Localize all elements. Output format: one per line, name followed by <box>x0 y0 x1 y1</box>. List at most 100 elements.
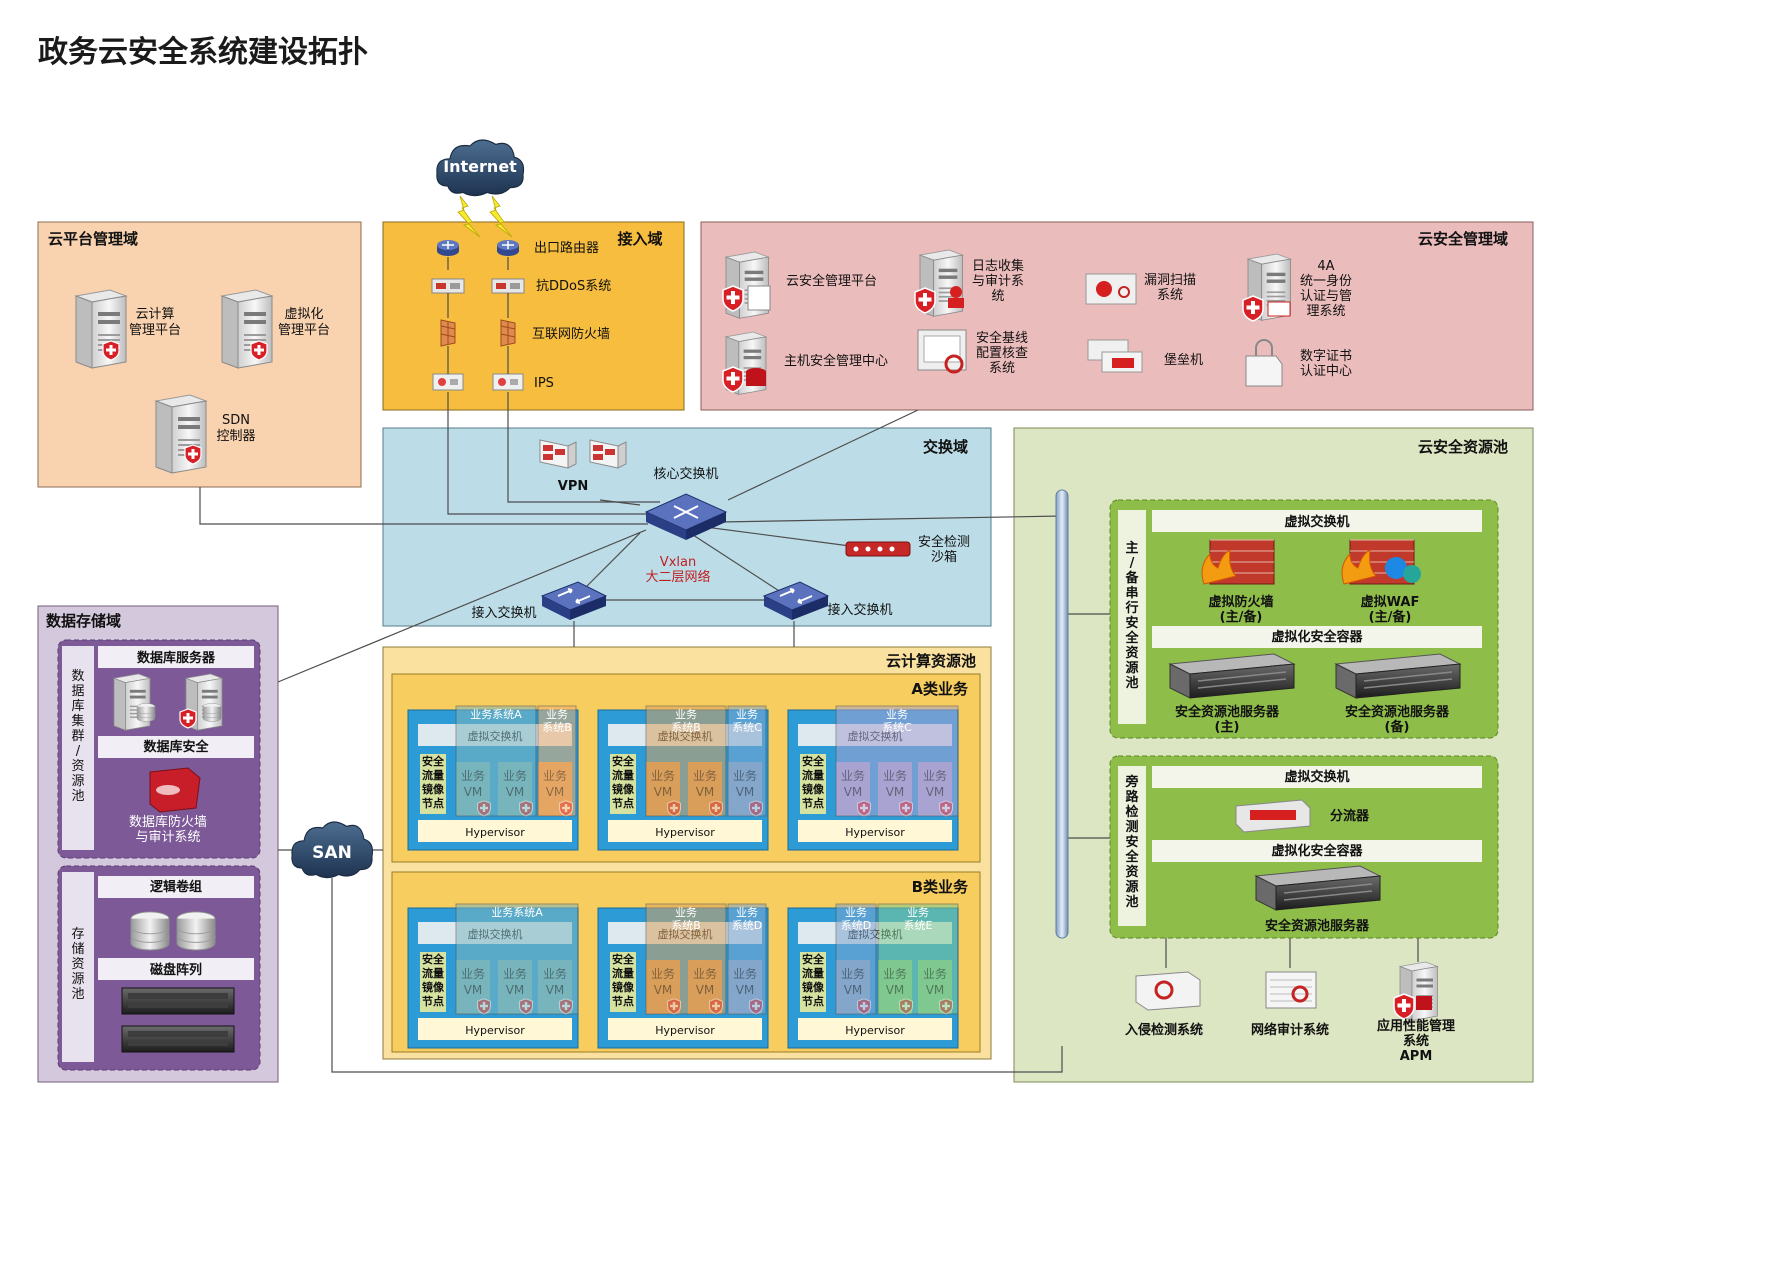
shield-icon <box>722 366 744 393</box>
lvg-disk-icon <box>176 911 216 951</box>
person-icon <box>948 298 964 308</box>
security-node <box>610 952 636 1012</box>
db-security-header <box>98 736 254 758</box>
cloud-compute-mgmt-label: 云计算管理平台 <box>129 307 181 338</box>
core-switch-label: 核心交换机 <box>653 466 718 482</box>
biz-system-label: 业务系统B <box>671 708 701 734</box>
core-switch-icon <box>646 512 686 540</box>
access-switch-label: 接入交换机 <box>827 602 892 618</box>
baseline-check-label: 安全基线配置核查系统 <box>976 330 1028 376</box>
internet-cloud <box>436 139 525 197</box>
security-node-label: 安全流量镜像节点 <box>802 952 825 1008</box>
ids-icon <box>1135 971 1201 1011</box>
disk-array-icon <box>121 1025 235 1053</box>
ie-icon <box>1403 565 1421 583</box>
security-node <box>420 952 446 1012</box>
splitter-icon <box>1250 810 1296 820</box>
biz-system-label: 业务系统A <box>491 906 543 919</box>
magnifier-icon <box>944 354 964 374</box>
region-title: 数据存储域 <box>46 612 121 630</box>
log-audit-label: 日志收集与审计系统 <box>972 258 1024 304</box>
virtual-waf-label: 虚拟WAF(主/备) <box>1361 594 1420 625</box>
server-backup-label: 安全资源池服务器(备) <box>1345 704 1450 735</box>
vswitch-label: 虚拟交换机 <box>1284 514 1349 530</box>
egress-router-label: 出口路由器 <box>534 240 599 256</box>
firewall-icon <box>440 319 456 347</box>
biz-system-label: 业务系统A <box>470 708 522 721</box>
shield-icon <box>722 285 744 312</box>
storage-pool-label: 存储资源池 <box>71 927 84 1002</box>
container-header <box>1152 840 1482 862</box>
serial-pool-label: 主/备串行安全资源池 <box>1124 540 1139 691</box>
hypervisor-bar <box>798 820 952 842</box>
vswitch-header <box>1152 510 1482 532</box>
person-icon <box>950 286 962 298</box>
biz-system-overlay <box>455 903 579 1015</box>
hypervisor-label: Hypervisor <box>845 1024 905 1037</box>
server-icon <box>75 289 127 369</box>
sandbox-led <box>877 546 883 552</box>
san-cloud <box>291 821 373 879</box>
storage-pool-tab <box>62 872 94 1062</box>
hypervisor-bar <box>798 1018 952 1040</box>
link-fw2-core <box>507 392 660 503</box>
splitter-label: 分流器 <box>1330 808 1370 824</box>
lock-icon <box>1255 339 1273 356</box>
serial-pool-panel <box>1109 499 1499 739</box>
hypervisor-bar <box>608 820 762 842</box>
region-security-mgmt <box>700 221 1534 411</box>
link-core-storage <box>277 529 647 683</box>
security-node <box>800 754 826 814</box>
db-pool-tab <box>62 646 94 850</box>
router-icon <box>496 239 520 257</box>
bastion-label: 堡垒机 <box>1164 352 1203 368</box>
security-node-label: 安全流量镜像节点 <box>422 754 445 810</box>
shield-icon <box>1242 295 1264 322</box>
container-label: 虚拟化安全容器 <box>1271 629 1363 645</box>
a-class-title: A类业务 <box>911 680 969 698</box>
shield-icon <box>250 340 268 361</box>
bypass-pool-label: 旁路检测安全资源池 <box>1124 774 1139 910</box>
shield-icon <box>914 287 936 314</box>
hypervisor-bar <box>418 820 572 842</box>
link-core-accr <box>689 532 791 599</box>
bypass-tab <box>1118 766 1146 926</box>
biz-system-label: 业务系统D <box>732 906 762 932</box>
page-title: 政务云安全系统建设拓扑 <box>38 35 368 70</box>
bastion-icon <box>1112 358 1134 368</box>
magnifier-icon <box>1118 286 1130 298</box>
virtualization-mgmt-label: 虚拟化管理平台 <box>278 307 330 338</box>
4a-badge <box>1267 301 1291 317</box>
security-node <box>420 754 446 814</box>
ips-icon <box>432 373 464 391</box>
db-icon <box>136 703 156 722</box>
db-firewall-label: 数据库防火墙与审计系统 <box>129 814 207 845</box>
hypervisor-bar <box>608 1018 762 1040</box>
serial-tab <box>1118 510 1146 724</box>
certificate-icon <box>1245 355 1283 387</box>
db-icon <box>746 372 766 386</box>
security-node <box>800 952 826 1012</box>
biz-system-overlay <box>877 903 959 1015</box>
region-title: 云平台管理域 <box>48 230 138 248</box>
virtual-firewall-icon <box>1201 549 1237 585</box>
link-platform-core <box>199 487 648 525</box>
link-core-bar <box>719 515 1063 523</box>
disk-array-label: 磁盘阵列 <box>150 962 202 978</box>
core-switch-icon <box>673 505 699 519</box>
biz-system-overlay <box>727 903 767 1015</box>
vpn-label: VPN <box>558 479 588 494</box>
router-icon <box>436 239 460 257</box>
region-title: 云安全管理域 <box>1418 230 1508 248</box>
host-security-label: 主机安全管理中心 <box>784 353 888 369</box>
security-node-label: 安全流量镜像节点 <box>612 952 635 1008</box>
internet-firewall-label: 互联网防火墙 <box>532 326 610 342</box>
lvg-label: 逻辑卷组 <box>150 879 202 895</box>
magnifier-icon <box>1154 980 1174 1000</box>
biz-system-overlay <box>537 705 577 817</box>
biz-system-overlay <box>727 705 767 817</box>
biz-system-overlay <box>835 903 877 1015</box>
